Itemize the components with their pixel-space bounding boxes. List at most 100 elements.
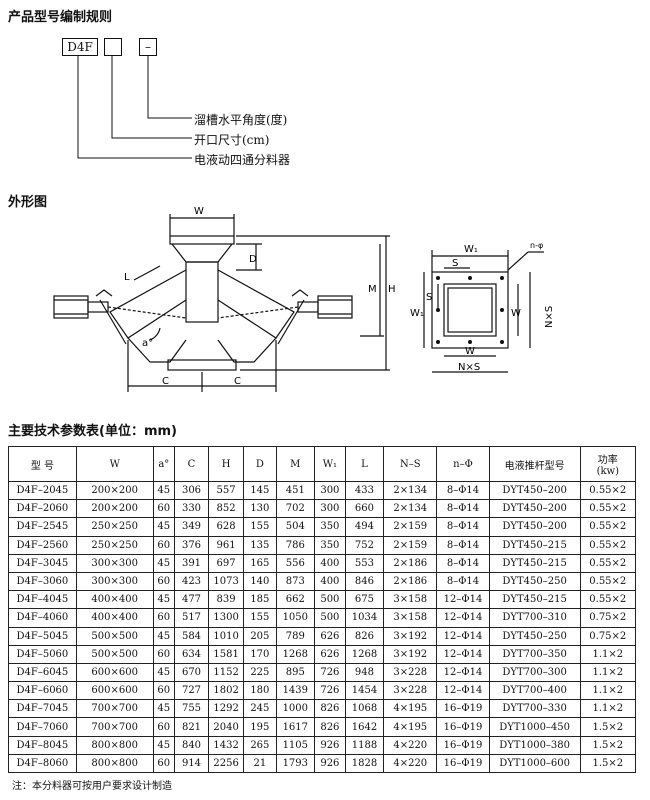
table-cell: D4F–8045 <box>8 735 77 755</box>
table-cell: 250×250 <box>75 517 154 537</box>
table-cell: 3×192 <box>383 626 438 646</box>
table-cell: 0.75×2 <box>579 626 637 646</box>
table-cell: 826 <box>314 717 346 737</box>
table-cell: 895 <box>275 662 316 683</box>
table-cell: DYT1000–450 <box>488 717 581 737</box>
legend-size: 开口尺寸(cm) <box>194 133 270 147</box>
table-cell: D4F–5045 <box>8 626 77 646</box>
table-cell: 60 <box>152 535 175 555</box>
angle-label: a° <box>142 338 153 349</box>
dim-m-label: M <box>368 284 377 295</box>
table-cell: 423 <box>173 571 210 592</box>
table-cell: 662 <box>275 590 316 610</box>
table-cell: 1454 <box>344 681 385 701</box>
table-cell: 16–Φ19 <box>436 735 490 755</box>
table-cell: 200×200 <box>75 499 154 519</box>
table-cell: 1828 <box>344 753 385 774</box>
table-cell: 1292 <box>208 699 245 719</box>
table-cell: DYT700–330 <box>488 699 581 719</box>
table-cell: D4F–7060 <box>8 717 77 737</box>
table-cell: 12–Φ14 <box>436 662 490 683</box>
top-s-label: S <box>452 258 458 269</box>
table-cell: DYT700–310 <box>488 608 581 628</box>
table-cell: 839 <box>208 590 245 610</box>
table-cell: 205 <box>243 626 277 646</box>
table-cell: 225 <box>243 662 277 683</box>
table-cell: DYT450–200 <box>488 499 581 519</box>
table-cell: 1802 <box>208 681 245 701</box>
table-cell: 451 <box>275 480 316 501</box>
table-cell: 3×158 <box>383 590 438 610</box>
code-size-box <box>104 38 122 56</box>
table-cell: 500×500 <box>75 626 154 646</box>
table-cell: D4F–4060 <box>8 608 77 628</box>
table-cell: 1617 <box>275 717 316 737</box>
table-cell: 926 <box>314 753 346 774</box>
column-header: D <box>243 446 277 482</box>
table-cell: DYT700–350 <box>488 644 581 664</box>
table-cell: 2×186 <box>383 553 438 573</box>
dim-l-label: L <box>124 272 130 283</box>
table-cell: 60 <box>152 608 175 628</box>
table-cell: 1.1×2 <box>579 662 637 683</box>
table-cell: D4F–6060 <box>8 681 77 701</box>
table-cell: 350 <box>314 517 346 537</box>
table-cell: 1.5×2 <box>579 717 637 737</box>
table-cell: 8–Φ14 <box>436 553 490 573</box>
table-cell: D4F–2560 <box>8 535 77 555</box>
table-cell: DYT700–400 <box>488 681 581 701</box>
table-cell: 245 <box>243 699 277 719</box>
right-w-label: W <box>511 308 521 319</box>
top-view-drawing: W₁ S n-φ S W₁ W N×S W N×S <box>410 241 555 373</box>
table-cell: 8–Φ14 <box>436 535 490 555</box>
table-cell: 45 <box>152 662 175 683</box>
table-cell: D4F–5060 <box>8 644 77 664</box>
table-cell: 4×220 <box>383 753 438 774</box>
column-header: 电液推杆型号 <box>488 446 581 482</box>
table-cell: 45 <box>152 626 175 646</box>
table-cell: D4F–7045 <box>8 699 77 719</box>
table-cell: 660 <box>344 499 385 519</box>
table-cell: 517 <box>173 608 210 628</box>
table-cell: 821 <box>173 717 210 737</box>
table-cell: 185 <box>243 590 277 610</box>
table-cell: 8–Φ14 <box>436 517 490 537</box>
table-cell: 789 <box>275 626 316 646</box>
table-cell: 634 <box>173 644 210 664</box>
table-cell: 4×220 <box>383 735 438 755</box>
table-cell: 12–Φ14 <box>436 590 490 610</box>
dim-h-label: H <box>388 284 396 295</box>
table-cell: D4F–3060 <box>8 571 77 592</box>
table-cell: 626 <box>314 626 346 646</box>
table-cell: 200×200 <box>75 480 154 501</box>
column-header: W <box>75 446 154 482</box>
table-cell: D4F–2045 <box>8 480 77 501</box>
table-cell: 45 <box>152 735 175 755</box>
table-cell: 300 <box>314 499 346 519</box>
table-cell: 155 <box>243 517 277 537</box>
table-cell: 1439 <box>275 681 316 701</box>
table-cell: 433 <box>344 480 385 501</box>
table-cell: 826 <box>344 626 385 646</box>
left-w1-label: W₁ <box>410 308 424 319</box>
table-cell: 675 <box>344 590 385 610</box>
column-header: C <box>173 446 210 482</box>
table-cell: 265 <box>243 735 277 755</box>
table-cell: 700×700 <box>75 699 154 719</box>
table-cell: 600×600 <box>75 681 154 701</box>
table-cell: 628 <box>208 517 245 537</box>
table-cell: 670 <box>173 662 210 683</box>
table-cell: 700×700 <box>75 717 154 737</box>
table-cell: D4F–6045 <box>8 662 77 683</box>
table-cell: DYT1000–600 <box>488 753 581 774</box>
table-cell: 1105 <box>275 735 316 755</box>
table-cell: 500 <box>314 590 346 610</box>
column-header: L <box>344 446 385 482</box>
table-cell: 400×400 <box>75 608 154 628</box>
table-cell: 135 <box>243 535 277 555</box>
table-cell: 60 <box>152 644 175 664</box>
dim-c-right-label: C <box>234 376 241 387</box>
